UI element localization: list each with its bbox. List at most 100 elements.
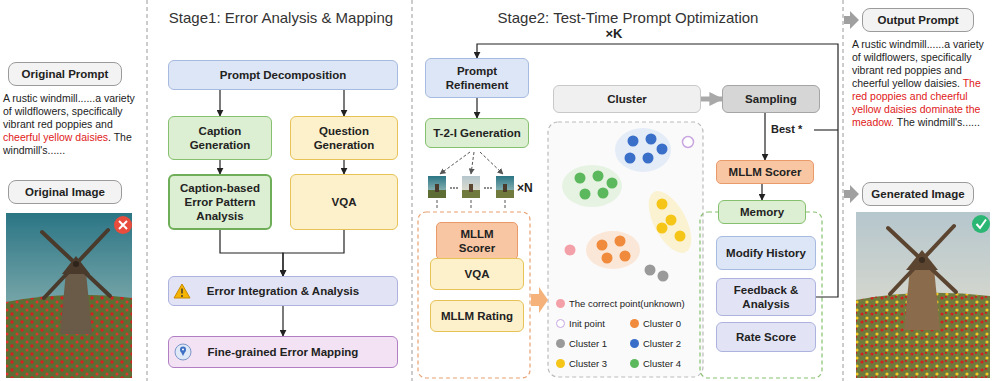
process-box: Fine-grained Error Mapping — [168, 336, 398, 368]
flow-connector — [283, 230, 344, 276]
generated-image — [856, 212, 990, 378]
process-box: Prompt Decomposition — [168, 60, 398, 90]
stage-title: Stage2: Test-Time Prompt Optimization — [415, 9, 841, 27]
input-label: Original Prompt — [8, 62, 122, 86]
legend-text: Init point — [569, 318, 605, 329]
stage-separator — [147, 0, 843, 381]
memory-item: Modify History — [716, 236, 816, 270]
output-label: Generated Image — [862, 182, 974, 206]
flow-arrow — [531, 287, 548, 313]
cluster-panel — [548, 122, 703, 377]
scorer-box: MLLM Scorer — [716, 160, 814, 184]
generated-thumbnails — [428, 152, 514, 210]
node-text: Memory — [740, 205, 784, 219]
node-text: Original Image — [25, 185, 105, 199]
legend-entry: Cluster 4 — [630, 358, 681, 369]
legend-text: Cluster 3 — [569, 358, 607, 369]
legend-entry: Cluster 2 — [630, 338, 681, 349]
flow-connector — [219, 90, 220, 116]
node-text: Cluster — [607, 92, 647, 106]
process-box: MLLM Rating — [430, 300, 524, 332]
flow-arrow — [844, 11, 859, 29]
flow-connector — [701, 97, 722, 102]
memory-item: Feedback & Analysis — [716, 278, 816, 316]
legend-swatch — [630, 339, 639, 348]
node-text: Modify History — [726, 246, 806, 260]
process-box: VQA — [290, 174, 398, 230]
memory-panel — [700, 212, 822, 378]
flow-connector — [764, 113, 765, 160]
node-text: Prompt Refinement — [431, 64, 523, 92]
sample-count: ×N — [517, 181, 545, 195]
legend-text: Cluster 2 — [643, 338, 681, 349]
node-text: Caption-based Error Pattern Analysis — [175, 181, 265, 223]
node-text: MLLM Scorer — [442, 227, 512, 255]
flow-connector — [220, 230, 283, 276]
legend-text: Cluster 0 — [643, 318, 681, 329]
node-text: Feedback & Analysis — [722, 283, 810, 311]
best-note: Best * — [771, 123, 813, 136]
loop-count: ×K — [598, 26, 630, 42]
correct-mark — [972, 215, 990, 233]
flow-connector — [476, 98, 477, 118]
legend-text: Cluster 1 — [569, 338, 607, 349]
scorer-panel — [418, 212, 530, 378]
legend-text: The correct point(unknown) — [569, 298, 685, 309]
legend-swatch — [556, 339, 565, 348]
process-box: T-2-I Generation — [425, 118, 529, 148]
node-text: T-2-I Generation — [433, 126, 521, 140]
prompt-text: A rustic windmill......a variety of wild… — [3, 92, 135, 130]
original-prompt-text: A rustic windmill......a variety of wild… — [3, 92, 143, 157]
flow-connector — [343, 90, 344, 116]
node-text: VQA — [332, 195, 357, 209]
legend-entry: Init point — [556, 318, 605, 329]
node-text: MLLM Scorer — [729, 165, 802, 179]
legend-text: Cluster 4 — [643, 358, 681, 369]
node-text: Sampling — [745, 92, 797, 106]
node-text: VQA — [465, 267, 490, 281]
flow-connector — [477, 44, 838, 297]
process-box: Sampling — [722, 85, 820, 113]
legend-swatch — [556, 359, 565, 368]
process-box: Question Generation — [290, 116, 398, 160]
node-text: Caption Generation — [174, 124, 266, 152]
legend-entry: Cluster 3 — [556, 358, 607, 369]
process-box: Caption Generation — [168, 116, 272, 160]
memory-box: Memory — [718, 200, 806, 224]
prompt-text: The windmill's...... — [897, 116, 980, 128]
legend-swatch — [556, 319, 565, 328]
input-label: Original Image — [8, 180, 122, 204]
node-text: Prompt Decomposition — [220, 68, 347, 82]
legend-entry: The correct point(unknown) — [556, 298, 685, 309]
node-text: Fine-grained Error Mapping — [208, 345, 359, 359]
process-box: VQA — [430, 258, 524, 290]
wrong-mark — [114, 216, 132, 234]
flow-connector — [219, 160, 220, 174]
best-line — [814, 129, 838, 130]
legend-entry: Cluster 1 — [556, 338, 607, 349]
process-box: Prompt Refinement — [425, 58, 529, 98]
legend-swatch — [630, 319, 639, 328]
output-prompt-text: A rustic windmill......a variety of wild… — [852, 38, 993, 129]
legend-entry: Cluster 0 — [630, 318, 681, 329]
warning-icon — [174, 284, 190, 298]
scorer-box: MLLM Scorer — [436, 222, 518, 260]
node-text: Output Prompt — [877, 13, 958, 27]
cluster-points — [562, 128, 700, 282]
legend-swatch — [556, 299, 565, 308]
memory-item: Rate Score — [716, 322, 816, 352]
pin-icon — [175, 344, 191, 360]
node-text: Original Prompt — [22, 67, 109, 81]
node-text: Question Generation — [296, 124, 392, 152]
node-text: MLLM Rating — [441, 309, 513, 323]
node-text: Generated Image — [871, 187, 964, 201]
legend-swatch — [630, 359, 639, 368]
process-box: Caption-based Error Pattern Analysis — [168, 174, 272, 230]
flow-arrow — [844, 185, 859, 203]
process-box: Error Integration & Analysis — [168, 276, 398, 306]
process-box: Cluster — [553, 85, 701, 113]
output-label: Output Prompt — [862, 8, 974, 32]
node-text: Rate Score — [736, 330, 796, 344]
node-text: Error Integration & Analysis — [207, 284, 359, 298]
